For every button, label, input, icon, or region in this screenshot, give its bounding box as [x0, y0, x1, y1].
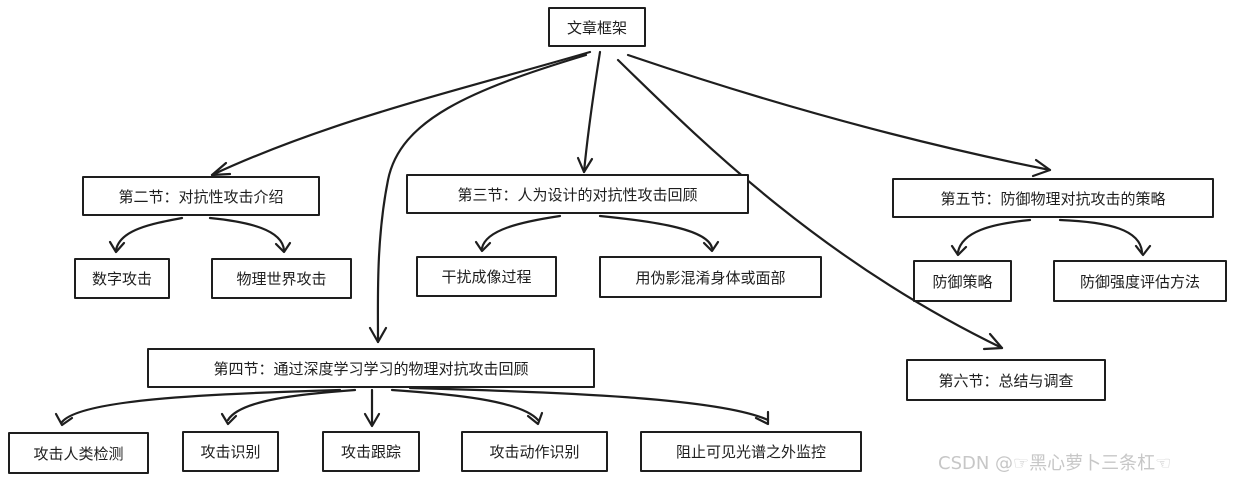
arrow-camouflage: [702, 240, 720, 253]
arrow-track: [363, 412, 381, 428]
edge-s2-digital: [114, 216, 184, 252]
arrow-defstrategy: [950, 244, 968, 257]
leaf-block-surveillance: 阻止可见光谱之外监控: [640, 431, 862, 472]
edge-s4-block: [408, 386, 770, 422]
section-5-node: 第五节：防御物理对抗攻击的策略: [892, 178, 1214, 218]
edge-s4-detect: [60, 388, 342, 424]
arrow-detect: [54, 412, 74, 427]
section-4-node: 第四节：通过深度学习学习的物理对抗攻击回顾: [147, 348, 595, 388]
leaf-digital-attack: 数字攻击: [74, 258, 170, 299]
leaf-attack-human-detection: 攻击人类检测: [8, 432, 149, 474]
edge-root-to-s4: [376, 53, 588, 344]
arrow-recognize: [220, 412, 238, 426]
leaf-attack-recognition: 攻击识别: [182, 431, 279, 472]
arrow-s4: [368, 326, 388, 344]
arrow-s3: [576, 156, 594, 174]
section-3-node: 第三节：人为设计的对抗性攻击回顾: [406, 174, 749, 214]
arrow-s2: [210, 161, 232, 177]
arrow-physical: [274, 241, 292, 254]
section-2-node: 第二节：对抗性攻击介绍: [82, 176, 320, 216]
leaf-interfere-imaging: 干扰成像过程: [416, 256, 557, 297]
arrow-digital: [108, 240, 126, 254]
edge-s5-defeval: [1058, 218, 1144, 254]
leaf-defense-evaluation: 防御强度评估方法: [1053, 260, 1227, 302]
edge-s4-recognize: [226, 388, 357, 422]
edge-root-to-s5: [626, 53, 1052, 172]
arrow-defeval: [1134, 244, 1152, 257]
edge-s5-defstrategy: [956, 218, 1032, 254]
edge-root-to-s3: [582, 50, 602, 174]
section-6-node: 第六节：总结与调查: [906, 359, 1106, 401]
arrow-s6: [982, 332, 1004, 351]
leaf-defense-strategy: 防御策略: [913, 260, 1012, 302]
edge-s3-camouflage: [598, 214, 714, 250]
leaf-attack-tracking: 攻击跟踪: [322, 431, 420, 472]
edge-root-to-s6: [616, 58, 1004, 350]
leaf-attack-action-recognition: 攻击动作识别: [461, 431, 608, 472]
edge-s3-interfere: [480, 214, 562, 250]
root-node: 文章框架: [548, 7, 646, 47]
arrow-interfere: [474, 240, 492, 253]
watermark: CSDN @☞黑心萝卜三条杠☜: [938, 453, 1172, 474]
leaf-camouflage: 用伪影混淆身体或面部: [599, 256, 822, 298]
leaf-physical-attack: 物理世界攻击: [211, 258, 352, 299]
arrow-action: [526, 411, 544, 426]
arrow-s5: [1031, 158, 1052, 178]
arrow-block: [754, 410, 770, 426]
edge-s2-physical: [208, 216, 286, 252]
edge-root-to-s2: [210, 50, 592, 177]
edge-s4-action: [390, 388, 540, 422]
